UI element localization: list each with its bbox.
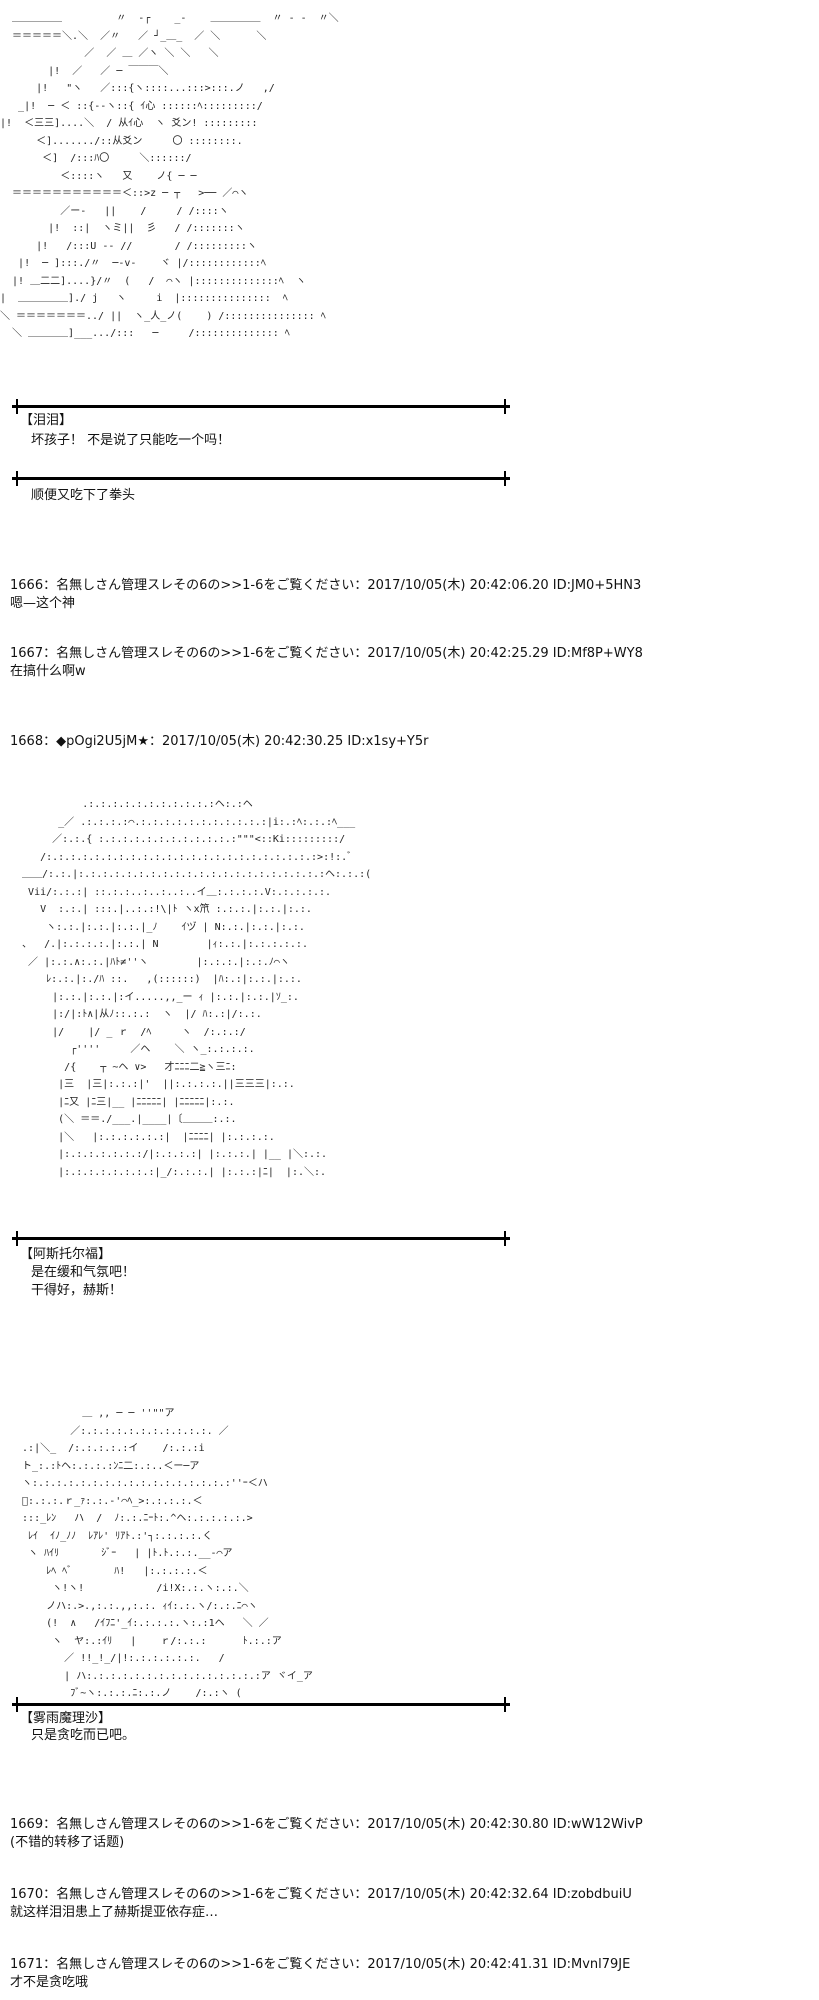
separator xyxy=(12,1231,510,1246)
post-header: 1669：名無しさん管理スレその6の>>1-6をご覧ください：2017/10/0… xyxy=(10,1817,643,1832)
post-header: 1668：◆pOgi2U5jM★：2017/10/05(木) 20:42:30.… xyxy=(10,734,429,749)
post-body: 嗯—这个神 xyxy=(10,596,76,611)
post-body: 就这样泪泪患上了赫斯提亚依存症… xyxy=(10,1905,219,1920)
separator xyxy=(12,1697,510,1712)
ascii-art-1: ＿＿＿＿＿ 〃 -┌ _- ＿＿＿＿＿ 〃 - - 〃＼ ＝＝＝＝＝＼.＼ ／〃… xyxy=(0,13,339,339)
post-body: 才不是贪吃哦 xyxy=(10,1975,89,1990)
separator xyxy=(12,399,510,414)
dialogue-line: 只是贪吃而已吧。 xyxy=(31,1728,136,1743)
post-header: 1666：名無しさん管理スレその6の>>1-6をご覧ください：2017/10/0… xyxy=(10,578,642,593)
speaker-label: 【雾雨魔理沙】 xyxy=(20,1711,112,1726)
post-header: 1667：名無しさん管理スレその6の>>1-6をご覧ください：2017/10/0… xyxy=(10,646,643,661)
narration-line: 顺便又吃下了拳头 xyxy=(31,488,136,503)
dialogue-line: 坏孩子！ 不是说了只能吃一个吗！ xyxy=(31,433,231,448)
speaker-label: 【泪泪】 xyxy=(20,413,73,428)
post-body: 在搞什么啊w xyxy=(10,664,86,679)
ascii-art-2: .:.:.:.:.:.:.:.:.:.:.:ヘ:.:ヘ _／ .:.:.:.:⌒… xyxy=(22,799,372,1178)
post-header: 1670：名無しさん管理スレその6の>>1-6をご覧ください：2017/10/0… xyxy=(10,1887,632,1902)
ascii-art-3: ＿ ,, ─ ─ ''""ア ／:.:.:.:.:.:.:.:.:.:.:. ／… xyxy=(16,1408,313,1699)
separator xyxy=(12,471,510,486)
post-header: 1671：名無しさん管理スレその6の>>1-6をご覧ください：2017/10/0… xyxy=(10,1957,631,1972)
dialogue-line: 干得好，赫斯！ xyxy=(31,1283,123,1298)
post-body: (不错的转移了话题) xyxy=(10,1835,125,1850)
dialogue-line: 是在缓和气氛吧！ xyxy=(31,1265,136,1280)
speaker-label: 【阿斯托尔福】 xyxy=(20,1247,112,1262)
